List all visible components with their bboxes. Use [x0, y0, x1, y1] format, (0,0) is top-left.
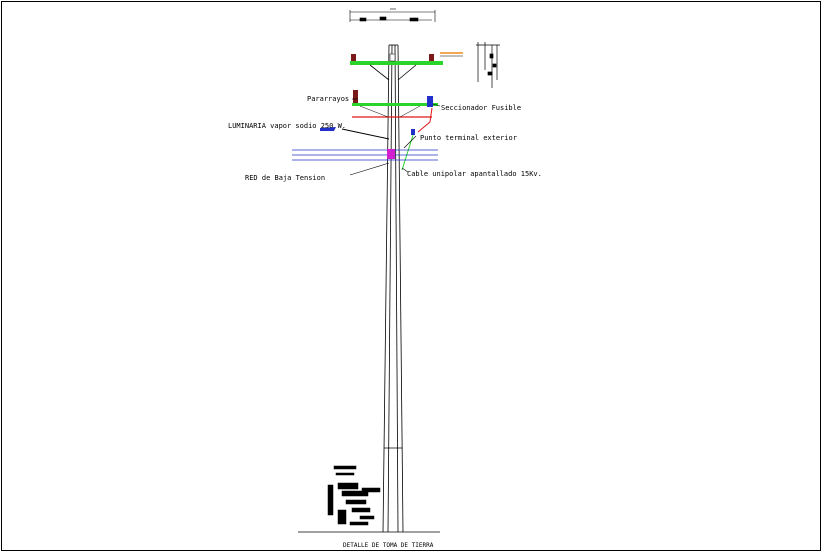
luminaire-arm	[341, 128, 390, 140]
label-pararrayos: Pararrayos	[307, 95, 349, 103]
label-seccionador: Seccionador Fusible	[441, 104, 521, 112]
pole	[382, 44, 404, 533]
label-red-baja: RED de Baja Tension	[245, 174, 325, 182]
lamp-icon	[320, 127, 336, 131]
side-detail	[476, 42, 500, 88]
unipolar-cable	[401, 131, 415, 171]
low-voltage-lines	[292, 149, 438, 161]
insulator-icon	[351, 53, 434, 62]
label-luminaria: LUMINARIA vapor sodio 250 W.	[228, 122, 346, 130]
leader-lines	[349, 98, 441, 176]
ground-detail	[327, 465, 381, 526]
fuse-drop-cable	[417, 107, 433, 133]
terminal-icon	[411, 129, 415, 135]
scale-bar	[349, 8, 436, 22]
top-crossarm	[350, 52, 463, 81]
label-cable-unipolar: Cable unipolar apantallado 15Kv.	[407, 170, 542, 178]
lower-crossarm	[352, 103, 438, 118]
fuse-icon	[427, 96, 433, 107]
label-detalle: DETALLE DE TOMA DE TIERRA	[343, 542, 434, 549]
arrester-icon	[353, 90, 358, 103]
junction-icon	[387, 149, 395, 159]
label-punto-terminal: Punto terminal exterior	[420, 134, 517, 142]
